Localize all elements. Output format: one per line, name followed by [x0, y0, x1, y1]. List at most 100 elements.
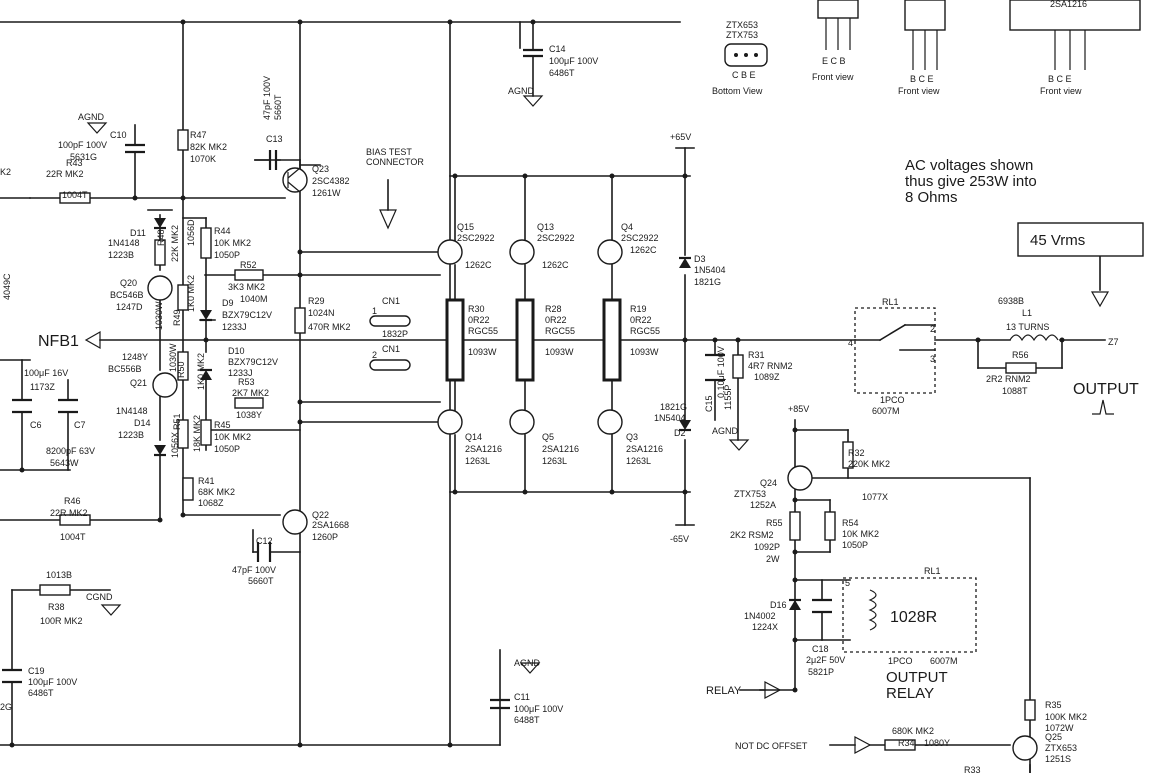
r51-ref: R51 [172, 413, 182, 430]
r43-val: 22R MK2 [46, 169, 84, 179]
r30-code: 1093W [468, 347, 497, 357]
labels: ZTX653 ZTX753 C B E Bottom View E C B Fr… [0, 0, 1144, 773]
r35-code: 1072W [1045, 723, 1074, 733]
r49-body [177, 284, 189, 311]
q3-code: 1263L [626, 456, 651, 466]
c11-ref: C11 [514, 692, 530, 702]
output-relay-1: OUTPUT [886, 669, 948, 686]
r53-code: 1038Y [236, 410, 262, 420]
ecb-pins: E C B [822, 56, 846, 66]
r43-code: 1004T [62, 190, 88, 200]
q13-val: 2SC2922 [537, 233, 575, 243]
agnd-3: AGND [712, 426, 739, 436]
d2-code: 1821G [660, 402, 687, 412]
r29-body [294, 307, 306, 334]
c12-ref: C12 [256, 536, 273, 546]
rl1-bottom-box [842, 577, 977, 653]
ztx653-label: ZTX653 [726, 20, 758, 30]
r45-body [200, 419, 212, 446]
output-relay-2: RELAY [886, 685, 934, 702]
r46-body [59, 514, 91, 526]
c6-code: 1173Z [30, 382, 55, 392]
c10-ref: C10 [110, 130, 127, 140]
c11-val: 100μF 100V [514, 704, 563, 714]
wires [0, 21, 1106, 773]
ac-note-1: AC voltages shown [905, 157, 1033, 174]
r55-rating: 2W [766, 554, 780, 564]
q13-code: 1262C [542, 260, 569, 270]
r47-ref: R47 [190, 130, 207, 140]
q15-val: 2SC2922 [457, 233, 495, 243]
q22-code: 1260P [312, 532, 338, 542]
c7-ref: C7 [74, 420, 86, 430]
c15-ref: C15 [704, 395, 714, 412]
c13-code: 5660T [273, 94, 283, 120]
cn1b-ref: CN1 [382, 344, 400, 354]
q14-code: 1263L [465, 456, 490, 466]
bias-connectors [369, 315, 411, 371]
r44-body [200, 227, 212, 259]
r33-ref: R33 [964, 765, 981, 773]
q23-val: 2SC4382 [312, 176, 350, 186]
r32-ref: R32 [848, 448, 865, 458]
diodes [154, 218, 801, 610]
r56-val: 2R2 RNM2 [986, 374, 1031, 384]
r28-ref: R28 [545, 304, 562, 314]
r52-val: 3K3 MK2 [228, 282, 265, 292]
cn1a-code: 1832P [382, 329, 408, 339]
agnd-1: AGND [78, 112, 105, 122]
c15-val: 0.10μF 100V [716, 346, 726, 398]
c13-val: 47pF 100V [262, 76, 272, 120]
r29-code: 470R MK2 [308, 322, 351, 332]
r44-code: 1050P [214, 250, 240, 260]
r48-ref: R48 [156, 229, 166, 246]
package-outlines [724, 0, 1141, 70]
c19-ref: C19 [28, 666, 45, 676]
relay-blocks [842, 307, 977, 653]
bce-pins-2: B C E [1048, 74, 1072, 84]
d16-val: 1N4002 [744, 611, 776, 621]
q3-val: 2SA1216 [626, 444, 663, 454]
c19-code: 6486T [28, 688, 54, 698]
r55-ref: R55 [766, 518, 783, 528]
r30-ref: R30 [468, 304, 485, 314]
q5-val: 2SA1216 [542, 444, 579, 454]
edge-4049c: 4049C [2, 273, 12, 300]
r41-ref: R41 [198, 476, 215, 486]
c18-val: 2μ2F 50V [806, 655, 845, 665]
resistors [39, 129, 1037, 751]
r34-body [884, 739, 916, 751]
r55-val: 2K2 RSM2 [730, 530, 774, 540]
r55-body [789, 511, 801, 541]
arrows [84, 179, 1110, 754]
q21-val: BC556B [108, 364, 142, 374]
front-view-2: Front view [898, 86, 940, 96]
r53-val: 2K7 MK2 [232, 388, 269, 398]
r34-code: 1080Y [924, 738, 950, 748]
r47-body [177, 129, 189, 151]
c19-val: 100μF 100V [28, 677, 77, 687]
d11-ref: D11 [130, 228, 146, 238]
r28-type: RGC55 [545, 326, 575, 336]
cbe-pins: C B E [732, 70, 756, 80]
c14-code: 6486T [549, 68, 575, 78]
d9-code: 1233J [222, 322, 247, 332]
r43-ref: R43 [66, 158, 83, 168]
d16-code: 1224X [752, 622, 778, 632]
c7-val: 8200pF 63V [46, 446, 95, 456]
r34-val: 680K MK2 [892, 726, 934, 736]
bce-pins-1: B C E [910, 74, 934, 84]
l1-code: 6938B [998, 296, 1024, 306]
nfb1-label: NFB1 [38, 333, 79, 350]
vrms-text: 45 Vrms [1030, 232, 1085, 249]
c11-code: 6488T [514, 715, 540, 725]
r31-val: 4R7 RNM2 [748, 361, 793, 371]
q20-val: BC546B [110, 290, 144, 300]
d10-val: BZX79C12V [228, 357, 278, 367]
rail-plus85: +85V [788, 404, 809, 414]
r44-ref: R44 [214, 226, 231, 236]
rl1-top-pin3: 3 [930, 354, 935, 364]
c18-ref: C18 [812, 644, 829, 654]
r19-val: 0R22 [630, 315, 652, 325]
r47-val: 82K MK2 [190, 142, 227, 152]
